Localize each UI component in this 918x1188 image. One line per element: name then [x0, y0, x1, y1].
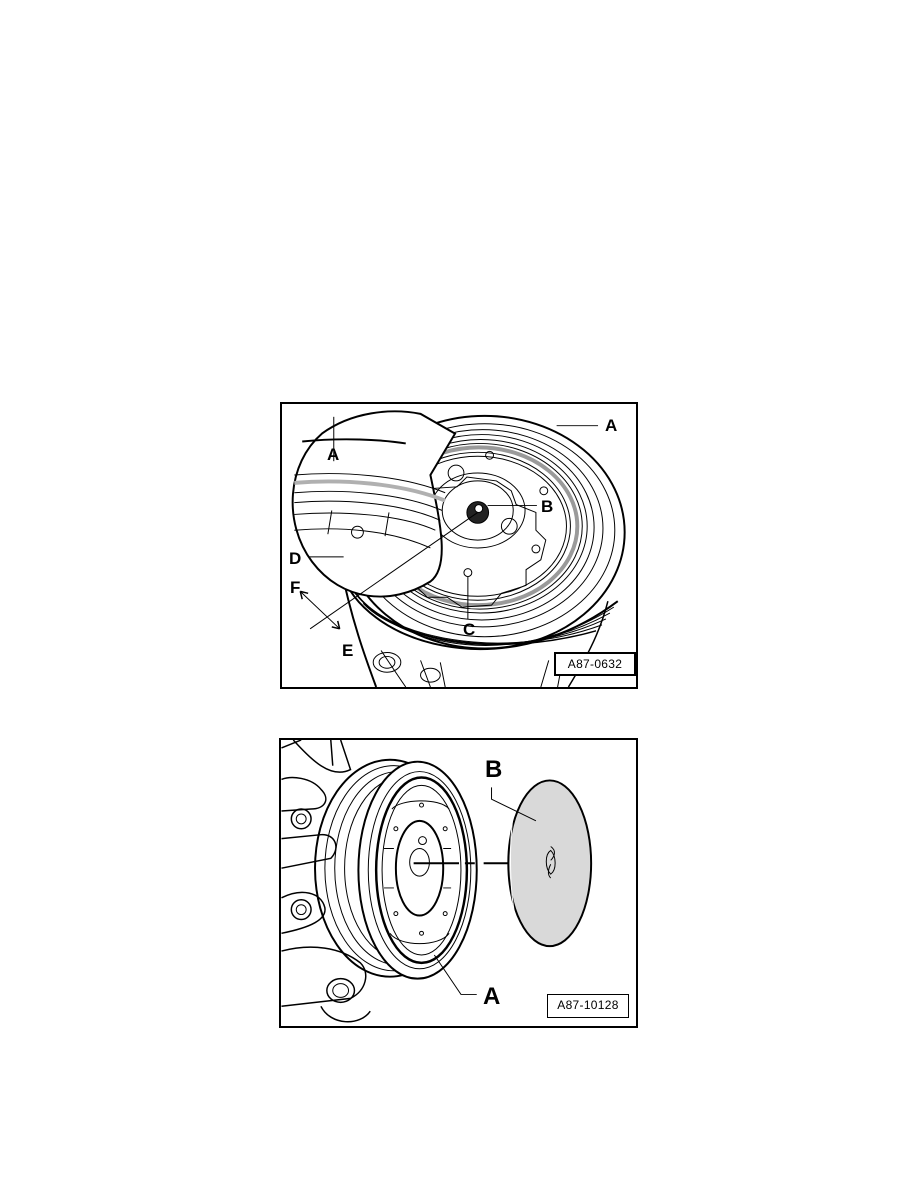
callout-a-main: A — [605, 416, 618, 435]
figure-id-label: A87-0632 — [554, 652, 636, 676]
callout-b: B — [541, 497, 554, 516]
callout-f: F — [290, 578, 301, 597]
callout-a: A — [483, 983, 501, 1010]
figure-id-label: A87-10128 — [547, 994, 629, 1018]
callout-e: E — [342, 641, 354, 660]
callout-a-inset: A — [327, 445, 340, 464]
callout-d: D — [289, 549, 302, 568]
callout-c: C — [463, 620, 476, 639]
figure-a87-0632: A A B C D F E A87-0632 — [280, 402, 638, 689]
pulley-and-cover-illustration — [281, 740, 593, 1023]
pulley-front-illustration — [291, 410, 626, 687]
callout-b: B — [485, 756, 503, 783]
figure-a87-10128: B A A87-10128 — [279, 738, 638, 1028]
